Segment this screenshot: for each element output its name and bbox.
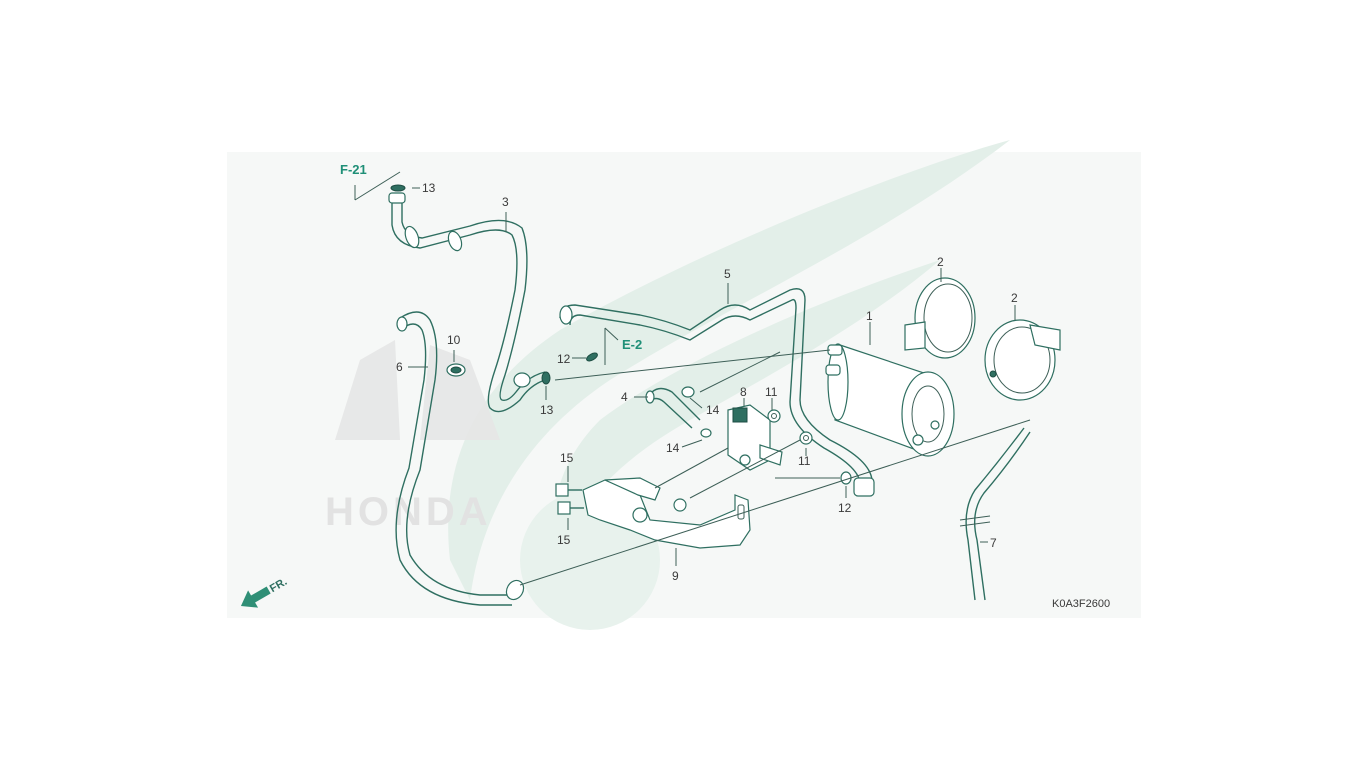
clamp-14-lower: [700, 428, 712, 438]
callout-4: 4: [621, 390, 628, 404]
clamp-13-top: [390, 184, 406, 192]
hose-3: [388, 192, 546, 413]
callout-11-upper: 11: [765, 385, 778, 399]
callout-2-left: 2: [937, 255, 944, 269]
clamp-13-middle: [541, 371, 551, 385]
callout-9: 9: [672, 569, 679, 583]
ref-f21: F-21: [340, 162, 367, 177]
hose-6: [395, 311, 525, 606]
clamp-12-upper: [586, 352, 598, 362]
callout-13-middle: 13: [540, 403, 554, 417]
clamp-10: [446, 363, 466, 377]
callout-11-lower: 11: [798, 454, 811, 468]
callout-12-lower: 12: [838, 501, 852, 515]
bolt-15-upper: [555, 483, 582, 497]
callout-14-lower: 14: [666, 441, 680, 455]
clamp-14-upper: [681, 386, 695, 398]
callout-8: 8: [740, 385, 747, 399]
callout-1: 1: [866, 309, 873, 323]
ref-e2: E-2: [622, 337, 642, 352]
hose-4: [645, 387, 701, 429]
hose-5: [559, 288, 875, 497]
callout-2-right: 2: [1011, 291, 1018, 305]
callout-6: 6: [396, 360, 403, 374]
tube-7: [959, 427, 1031, 601]
callout-5: 5: [724, 267, 731, 281]
callout-14-upper: 14: [706, 403, 720, 417]
callout-15-lower: 15: [557, 533, 571, 547]
band-2-left: [904, 277, 976, 359]
arrow-left-icon: [240, 586, 271, 608]
callout-13-top: 13: [422, 181, 436, 195]
callout-3: 3: [502, 195, 509, 209]
canister-1: [825, 343, 955, 457]
bolt-15-lower: [557, 501, 584, 515]
diagram-code: K0A3F2600: [1052, 598, 1110, 610]
callout-7: 7: [990, 536, 997, 550]
leader-lines: [354, 171, 1031, 586]
callout-10: 10: [447, 333, 461, 347]
nut-11-upper: [767, 409, 781, 423]
nut-11-lower: [799, 431, 813, 445]
band-2-right: [984, 319, 1061, 401]
callout-15-upper: 15: [560, 451, 574, 465]
bracket-9: [582, 477, 751, 549]
callout-12-upper: 12: [557, 352, 571, 366]
